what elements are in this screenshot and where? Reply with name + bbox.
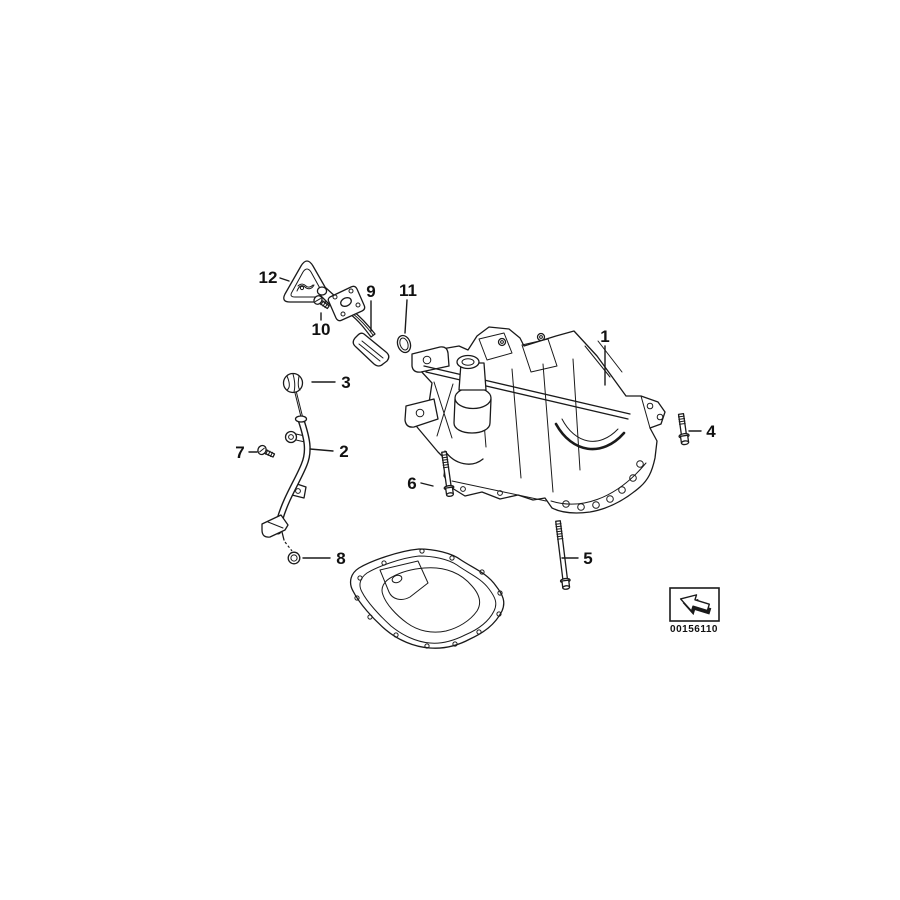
o-ring-8-drawing	[287, 551, 301, 565]
pan-bolt-holes	[354, 548, 503, 649]
diagram-number: 00156110	[670, 624, 718, 635]
diagram-stamp: 00156110	[669, 587, 720, 635]
screw-threads	[320, 300, 328, 309]
bolt-6-drawing	[441, 451, 455, 497]
callout-1[interactable]: 1	[600, 327, 609, 346]
bolt-5-drawing	[555, 520, 571, 590]
crankcase-drawing	[404, 326, 666, 514]
hazard-symbol-icon	[296, 283, 315, 292]
tube-screw-drawing	[257, 444, 276, 458]
bolt-threads	[441, 454, 450, 469]
callout-2[interactable]: 2	[339, 442, 348, 461]
dipstick-tube-drawing	[261, 415, 311, 552]
oil-pan-cover-drawing	[349, 548, 505, 649]
leader-lines	[248, 277, 702, 559]
callout-10[interactable]: 10	[312, 320, 331, 339]
crankcase-ribs	[433, 340, 623, 502]
callout-3[interactable]: 3	[341, 373, 350, 392]
o-ring-11-drawing	[396, 334, 412, 354]
callout-11[interactable]: 11	[399, 281, 417, 300]
callout-9[interactable]: 9	[366, 282, 375, 301]
callout-5[interactable]: 5	[583, 549, 592, 568]
flange-bolt-holes	[332, 288, 361, 317]
oil-level-sensor-drawing	[316, 285, 390, 367]
arrow-down-left-icon	[679, 594, 712, 616]
screw-threads	[265, 449, 273, 457]
bell-flange-holes	[562, 460, 644, 511]
bolt-threads	[555, 523, 564, 540]
callout-7[interactable]: 7	[235, 443, 244, 462]
callout-12[interactable]: 12	[259, 268, 278, 287]
bolt-4-drawing	[677, 413, 690, 446]
dipstick-drawing	[282, 372, 304, 422]
callout-8[interactable]: 8	[336, 549, 345, 568]
bolt-threads	[677, 415, 686, 425]
dipstick-knob-detail	[286, 373, 301, 393]
callout-4[interactable]: 4	[706, 422, 716, 441]
callout-6[interactable]: 6	[407, 474, 416, 493]
